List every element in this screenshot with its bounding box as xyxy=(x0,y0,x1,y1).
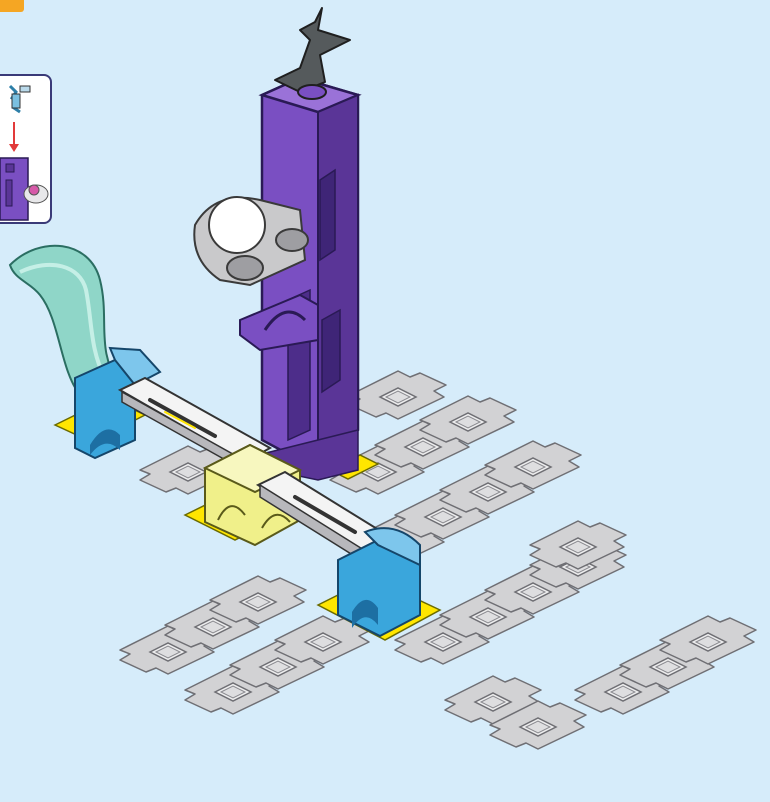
marble-icon xyxy=(209,197,265,253)
propeller-icon xyxy=(275,8,350,99)
